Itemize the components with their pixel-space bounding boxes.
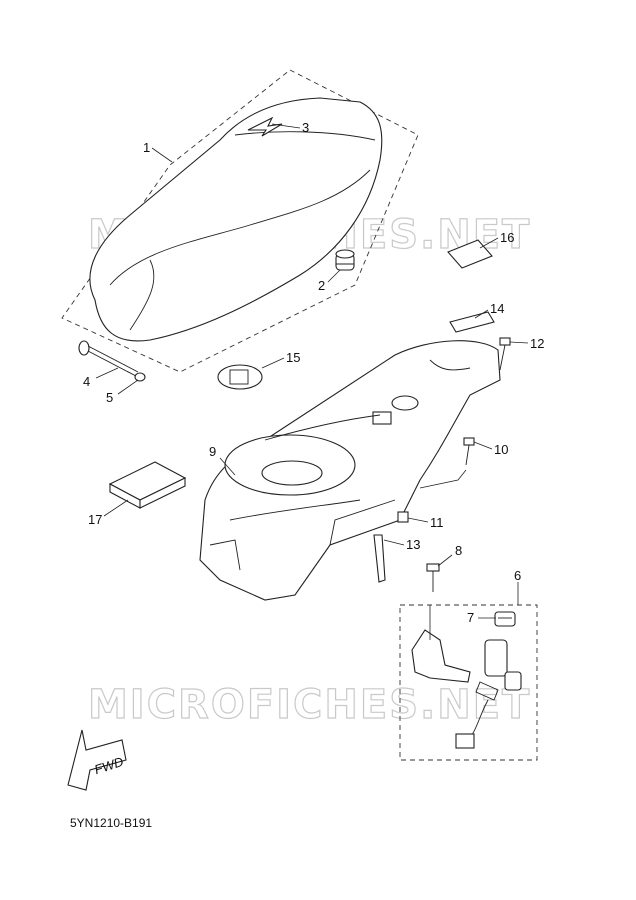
hose-13 [373, 534, 386, 583]
callout-7: 7 [467, 610, 474, 625]
forward-direction-arrow: FWD [67, 729, 127, 791]
callout-15: 15 [286, 350, 300, 365]
cap-15 [217, 364, 263, 390]
callout-numbers: 1 2 3 4 5 6 7 8 9 10 11 12 13 14 15 16 1… [83, 120, 544, 625]
lock-cap-7 [494, 611, 516, 627]
lock-cylinder [471, 639, 522, 736]
callout-4: 4 [83, 374, 90, 389]
lock-set-boundary [399, 604, 538, 761]
callout-9: 9 [209, 444, 216, 459]
nut-11 [397, 511, 409, 523]
diagram-code: 5YN1210-B191 [70, 816, 153, 830]
callout-3: 3 [302, 120, 309, 135]
seat-lock-lever [411, 629, 471, 683]
callout-6: 6 [514, 568, 521, 583]
washer [134, 372, 146, 382]
callout-10: 10 [494, 442, 508, 457]
watermark-bottom: MICROFICHES.NET [88, 682, 531, 728]
callout-14: 14 [490, 301, 504, 316]
bolt-12 [499, 337, 511, 371]
callout-1: 1 [143, 140, 150, 155]
seat-emblem [247, 116, 283, 137]
callout-13: 13 [406, 537, 420, 552]
leader-lines [95, 123, 529, 640]
callout-2: 2 [318, 278, 325, 293]
seat [89, 97, 383, 342]
storage-box [199, 340, 501, 601]
bolt-8 [426, 563, 440, 592]
callout-16: 16 [500, 230, 514, 245]
bolt-10 [419, 437, 475, 489]
document-pouch [108, 461, 187, 509]
callout-17: 17 [88, 512, 102, 527]
callout-8: 8 [455, 543, 462, 558]
callout-12: 12 [530, 336, 544, 351]
lock-connector [455, 733, 475, 749]
callout-11: 11 [430, 515, 444, 530]
seat-pin [78, 340, 139, 377]
callout-5: 5 [106, 390, 113, 405]
label-14 [449, 311, 495, 333]
seat-damper [335, 249, 355, 271]
